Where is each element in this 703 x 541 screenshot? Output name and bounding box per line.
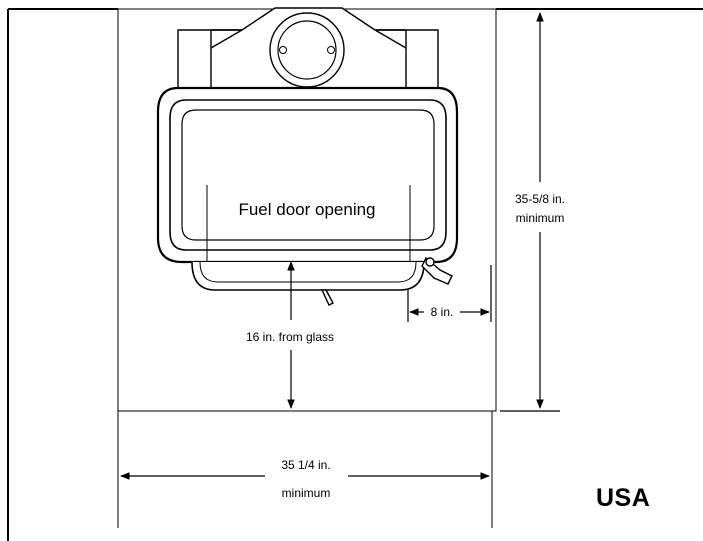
depth-minimum-label: minimum xyxy=(516,211,565,225)
side-clearance-label: 8 in. xyxy=(431,305,454,319)
depth-label: 35-5/8 in. xyxy=(515,192,565,206)
side-clearance-dimension xyxy=(407,265,492,322)
flue-collar xyxy=(269,12,345,88)
region-label: USA xyxy=(596,484,651,512)
page-frame xyxy=(7,8,703,541)
width-minimum-label: minimum xyxy=(282,486,331,500)
glass-clearance-label: 16 in. from glass xyxy=(246,330,334,344)
fuel-door-label: Fuel door opening xyxy=(238,200,375,219)
door-handle xyxy=(421,256,453,285)
width-label: 35 1/4 in. xyxy=(281,458,330,472)
ash-lever xyxy=(320,289,334,306)
stove-body xyxy=(156,86,459,291)
depth-dimension xyxy=(500,12,560,412)
